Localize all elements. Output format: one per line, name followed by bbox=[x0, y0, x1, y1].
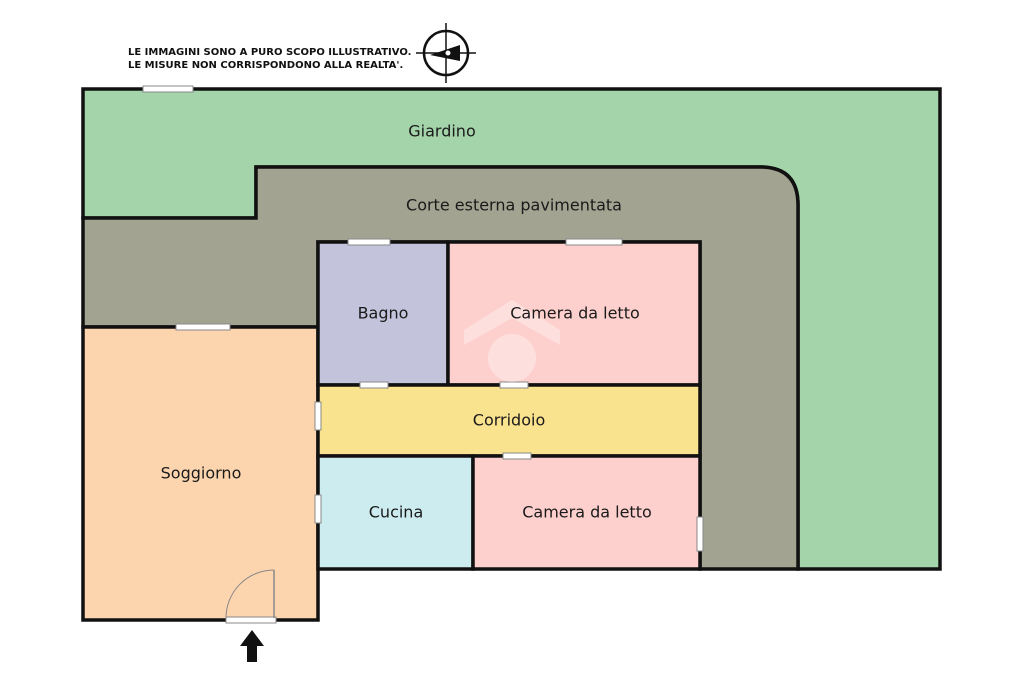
window bbox=[142, 85, 194, 93]
entrance-arrow-icon bbox=[240, 630, 264, 662]
label-giardino: Giardino bbox=[408, 122, 475, 141]
entrance-door bbox=[225, 569, 277, 624]
cucina-room bbox=[316, 454, 475, 571]
camera2-room bbox=[471, 454, 702, 571]
disclaimer-line-2: LE MISURE NON CORRISPONDONO ALLA REALTA'… bbox=[128, 60, 403, 71]
door-opening bbox=[314, 401, 322, 431]
window bbox=[175, 323, 231, 331]
disclaimer-line-1: LE IMMAGINI SONO A PURO SCOPO ILLUSTRATI… bbox=[128, 47, 411, 58]
label-camera2: Camera da letto bbox=[522, 503, 652, 522]
watermark-logo-icon bbox=[464, 300, 560, 382]
window bbox=[347, 238, 391, 246]
door-opening bbox=[499, 381, 529, 389]
label-camera1: Camera da letto bbox=[510, 304, 640, 323]
label-bagno: Bagno bbox=[358, 304, 409, 323]
window bbox=[565, 238, 623, 246]
bagno-room bbox=[316, 240, 450, 387]
label-soggiorno: Soggiorno bbox=[161, 464, 242, 483]
compass-icon bbox=[416, 23, 476, 83]
label-corte: Corte esterna pavimentata bbox=[406, 196, 622, 215]
label-cucina: Cucina bbox=[369, 503, 424, 522]
door-opening bbox=[314, 494, 322, 524]
door-opening bbox=[696, 516, 704, 552]
door-opening bbox=[359, 381, 389, 389]
label-corridoio: Corridoio bbox=[473, 411, 545, 430]
door-opening bbox=[502, 452, 532, 460]
